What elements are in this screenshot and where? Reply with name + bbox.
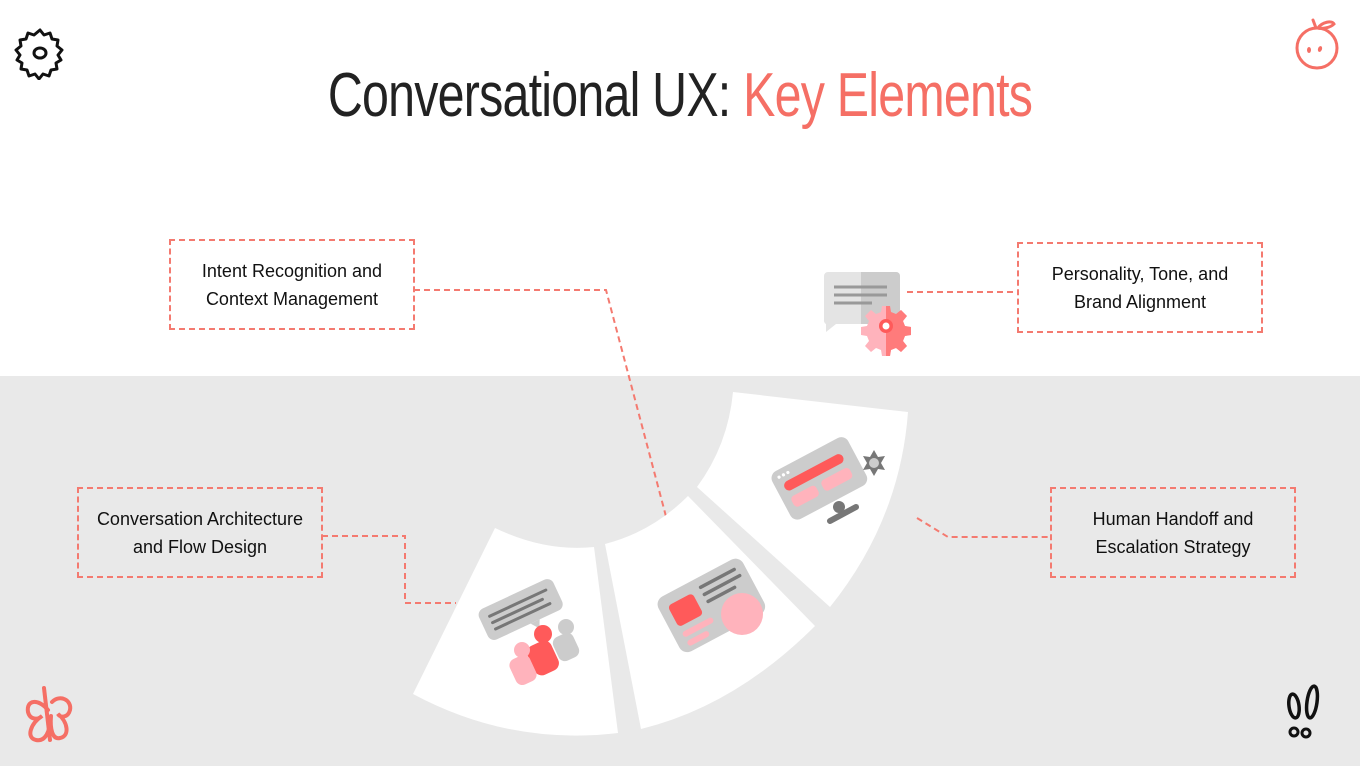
label-line-2: and Flow Design — [132, 536, 268, 557]
connector-intent — [414, 289, 669, 525]
butterfly-doodle-icon — [25, 686, 73, 743]
connector-architecture — [322, 535, 456, 604]
chat-people-icon — [478, 579, 580, 686]
page-title: Conversational UX: Key Elements — [150, 56, 1211, 136]
label-line-2: Escalation Strategy — [1095, 536, 1251, 557]
label-conversation-architecture: Conversation Architecture and Flow Desig… — [77, 487, 323, 578]
title-main: Conversational UX: — [327, 61, 731, 130]
label-line-1: Human Handoff and — [1092, 508, 1254, 529]
monitor-settings-icon — [771, 437, 885, 524]
apple-doodle-icon — [1295, 18, 1339, 70]
label-human-handoff: Human Handoff and Escalation Strategy — [1050, 487, 1296, 578]
label-line-1: Intent Recognition and — [201, 260, 383, 281]
connector-handoff — [916, 517, 1050, 538]
label-line-2: Context Management — [205, 288, 379, 309]
double-exclamation-doodle-icon — [1287, 684, 1320, 739]
gear-doodle-icon — [14, 28, 64, 80]
label-line-1: Personality, Tone, and — [1051, 263, 1229, 284]
label-line-1: Conversation Architecture — [96, 508, 304, 529]
profile-card-icon — [657, 558, 766, 653]
label-line-2: Brand Alignment — [1073, 291, 1207, 312]
fan-sector-1 — [413, 528, 618, 736]
label-personality-tone: Personality, Tone, and Brand Alignment — [1017, 242, 1263, 333]
title-accent: Key Elements — [743, 61, 1033, 130]
chat-bubble-gear-icon — [823, 272, 911, 356]
label-intent-recognition: Intent Recognition and Context Managemen… — [169, 239, 415, 330]
